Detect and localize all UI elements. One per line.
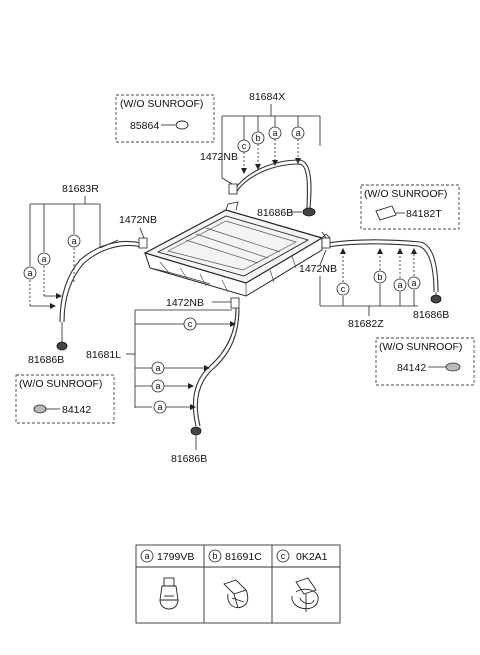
grommet-icon <box>302 207 316 217</box>
callout-b: b <box>377 272 382 282</box>
part-label-81683R: 81683R <box>62 183 99 195</box>
callout-a: a <box>295 128 300 138</box>
wo-sunroof-box-84182T: (W/O SUNROOF) 84182T <box>360 184 460 230</box>
callout-a: a <box>155 381 160 391</box>
pad-icon <box>375 205 397 221</box>
part-label-84142: 84142 <box>62 404 91 416</box>
group-81683R: 81683R a a a 1472NB 81686B <box>23 183 157 366</box>
callout-a: a <box>27 268 32 278</box>
part-label-1472NB: 1472NB <box>119 214 157 226</box>
group-81682Z: 1472NB c b a a 81682Z 81686B <box>299 231 449 330</box>
wo-sunroof-note: (W/O SUNROOF) <box>379 341 462 353</box>
callout-a: a <box>272 128 277 138</box>
part-label-1472NB: 1472NB <box>299 263 337 275</box>
clip-b-icon <box>223 579 249 609</box>
callout-c: c <box>341 284 346 294</box>
part-label-81686B: 81686B <box>413 309 449 321</box>
sunroof-frame <box>143 201 331 297</box>
part-label-81684X: 81684X <box>249 91 285 103</box>
group-81681L: 1472NB c 81681L a a a 81686B <box>86 297 240 465</box>
clip-c-icon <box>291 577 319 612</box>
wo-sunroof-box-84142-left: (W/O SUNROOF) 84142 <box>15 374 115 424</box>
callout-a: a <box>157 402 162 412</box>
plug-icon <box>445 362 461 372</box>
callout-b: b <box>255 133 260 143</box>
group-81684X: 81684X c b a a 1472NB 81686B <box>200 91 321 219</box>
clip-legend-table: a 1799VB b 81691C c 0K2A1 <box>135 544 341 624</box>
part-label-81686B: 81686B <box>257 207 293 219</box>
part-label-81686B: 81686B <box>28 354 64 366</box>
wo-sunroof-note: (W/O SUNROOF) <box>19 378 102 390</box>
legend-part-1799VB: 1799VB <box>157 551 194 563</box>
clip-a-icon <box>159 577 179 610</box>
part-label-81686B: 81686B <box>171 453 207 465</box>
legend-part-81691C: 81691C <box>225 551 262 563</box>
part-label-81682Z: 81682Z <box>348 318 384 330</box>
callout-c: c <box>242 141 247 151</box>
callout-c: c <box>188 319 193 329</box>
legend-letter-a: a <box>144 551 149 561</box>
grommet-icon <box>56 341 68 351</box>
part-label-84142: 84142 <box>397 362 426 374</box>
callout-a: a <box>397 280 402 290</box>
callout-a: a <box>411 278 416 288</box>
part-label-81681L: 81681L <box>86 349 121 361</box>
plug-icon <box>33 404 47 414</box>
grommet-icon <box>430 294 442 304</box>
legend-letter-c: c <box>281 551 286 561</box>
callout-a: a <box>155 363 160 373</box>
legend-part-0K2A1: 0K2A1 <box>296 551 328 563</box>
callout-a: a <box>71 236 76 246</box>
part-label-84182T: 84182T <box>406 208 442 220</box>
legend-letter-b: b <box>212 551 217 561</box>
wo-sunroof-note: (W/O SUNROOF) <box>364 188 447 200</box>
wo-sunroof-box-84142-right: (W/O SUNROOF) 84142 <box>375 337 475 386</box>
wo-sunroof-box-85864: (W/O SUNROOF) 85864 <box>115 94 215 143</box>
grommet-icon <box>190 426 202 436</box>
part-label-1472NB: 1472NB <box>166 297 204 309</box>
plug-cap-icon <box>175 120 189 130</box>
part-label-85864: 85864 <box>130 120 159 132</box>
wo-sunroof-note: (W/O SUNROOF) <box>120 98 203 110</box>
part-label-1472NB: 1472NB <box>200 151 238 163</box>
callout-a: a <box>41 254 46 264</box>
